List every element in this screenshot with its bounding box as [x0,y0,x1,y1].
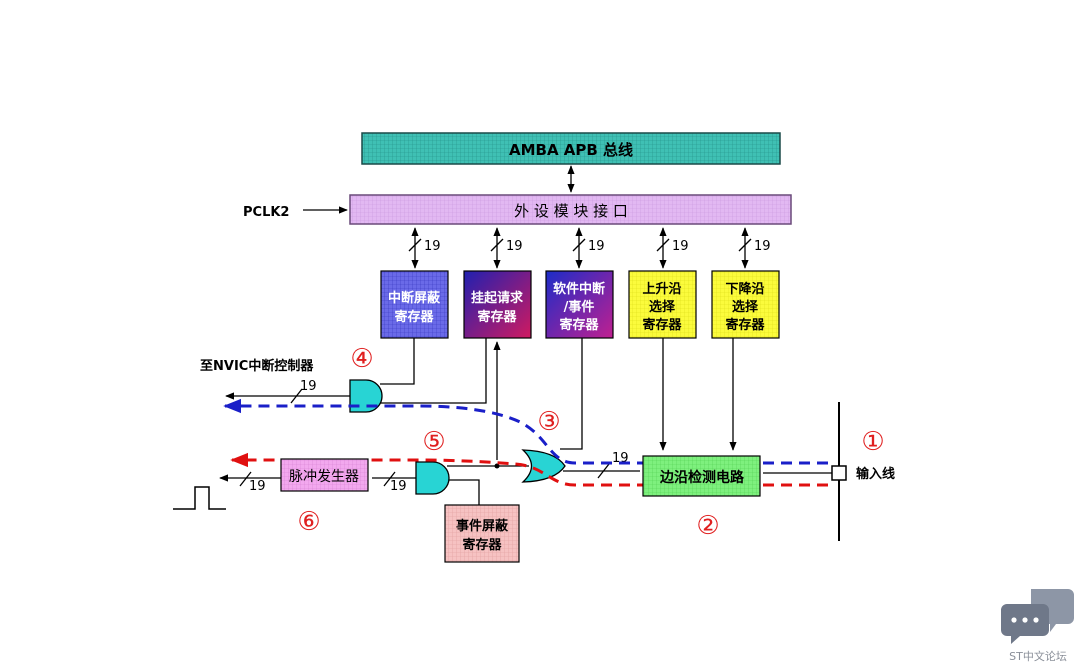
and-gate-interrupt [349,379,383,413]
event-mask-register [444,504,520,563]
pending-request-register [463,270,532,339]
width-label-4: 19 [672,239,689,254]
software-interrupt-event-register [545,270,614,339]
nvic-label: 至NVIC中断控制器 [200,358,314,374]
software-interrupt-event-register-label-1: 软件中断 [553,281,605,297]
input-line-label: 输入线 [856,466,895,482]
event-mask-register-label-1: 事件屏蔽 [456,518,509,534]
watermark-logo: ST中文论坛 [1001,589,1074,663]
pulse-generator [280,458,369,492]
software-interrupt-event-register-label-2: /事件 [564,299,595,315]
edge-detect-circuit-label: 边沿检测电路 [659,469,745,486]
width-label-nvic: 19 [300,379,317,394]
chat-bubble-front-icon [1001,604,1049,644]
pending-request-register-label-1: 挂起请求 [471,290,524,306]
marker-6: ⑥ [297,507,320,537]
width-label-pulse: 19 [249,479,266,494]
marker-5: ⑤ [422,427,445,457]
software-interrupt-event-register-label-3: 寄存器 [559,317,599,333]
interrupt-mask-register [380,270,449,339]
rising-edge-select-register-label-2: 选择 [649,299,676,315]
interrupt-mask-register-label-1: 中断屏蔽 [388,290,441,306]
edge-detect-circuit [642,455,761,497]
falling-edge-select-register-label-2: 选择 [732,299,759,315]
marker-1: ① [861,427,884,457]
or-gate [521,449,566,483]
amba-apb-bus-label: AMBA APB 总线 [509,141,633,159]
width-label-5: 19 [754,239,771,254]
rising-edge-select-register-label-1: 上升沿 [642,281,681,297]
peripheral-interface-label: 外 设 模 块 接 口 [514,202,628,220]
pulse-generator-label: 脉冲发生器 [289,469,359,485]
peripheral-interface [349,194,792,225]
interrupt-mask-register-label-2: 寄存器 [394,309,434,325]
watermark-text: ST中文论坛 [1009,649,1067,663]
and-gate-event [415,461,450,495]
rising-edge-select-register-label-3: 寄存器 [642,317,682,333]
pending-request-register-label-2: 寄存器 [477,309,517,325]
marker-4: ④ [350,344,373,374]
width-label-3: 19 [588,239,605,254]
marker-3: ③ [537,407,560,437]
input-pin [831,465,847,481]
width-label-2: 19 [506,239,523,254]
falling-edge-select-register-label-3: 寄存器 [725,317,765,333]
falling-edge-select-register [711,270,780,339]
pulse-waveform [173,486,226,510]
width-label-1: 19 [424,239,441,254]
marker-2: ② [696,511,719,541]
pclk2-label: PCLK2 [243,205,289,220]
register-links [408,227,752,269]
falling-edge-select-register-label-1: 下降沿 [725,281,764,297]
width-label-and2: 19 [390,479,407,494]
signal-wiring [219,338,834,505]
junction-dot [494,463,500,469]
amba-apb-bus [361,132,781,165]
interrupt-path [223,398,828,465]
event-mask-register-label-2: 寄存器 [462,537,502,553]
